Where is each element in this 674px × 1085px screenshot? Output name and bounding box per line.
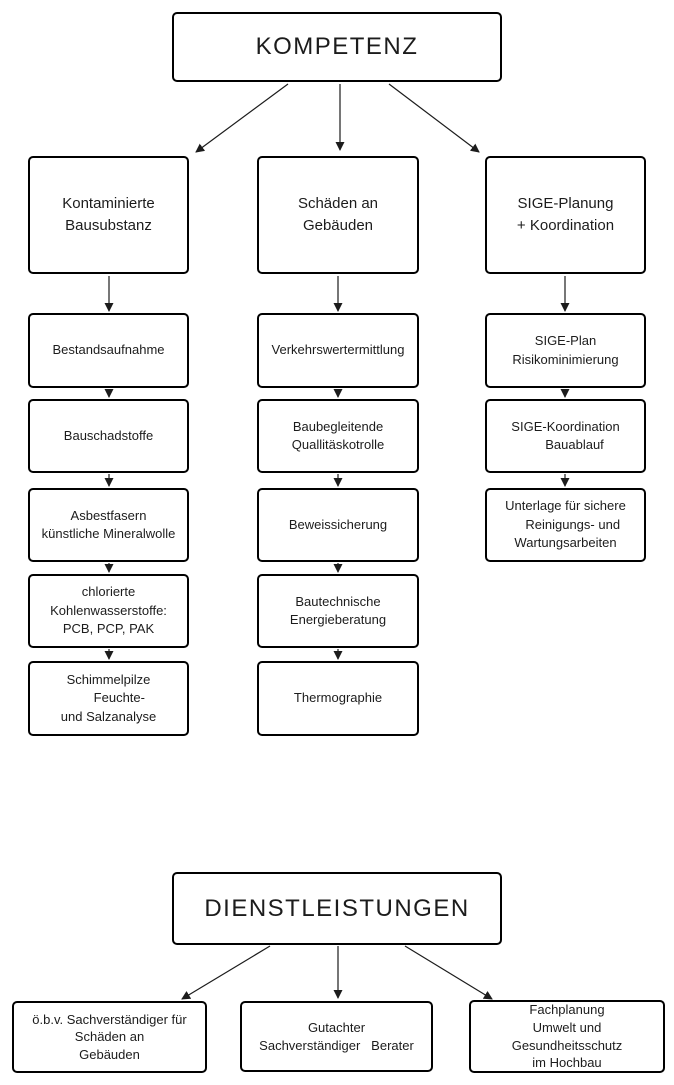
item-label: SIGE-Plan Risikominimierung (512, 333, 619, 367)
kompetenz-title-box: KOMPETENZ (172, 12, 502, 82)
header-kontaminierte-bausubstanz: Kontaminierte Bausubstanz (28, 156, 189, 274)
header-label: SIGE-Planung + Koordination (516, 195, 615, 234)
item-label: Beweissicherung (288, 516, 388, 532)
item-label: Bestandsaufnahme (52, 342, 165, 358)
item-label: Unterlage für sichere Reinigungs- und Wa… (505, 498, 626, 551)
header-label: Schäden an Gebäuden (297, 195, 379, 234)
service-label: ö.b.v. Sachverständiger für Schäden an G… (32, 1011, 187, 1062)
item-label: Thermographie (293, 690, 383, 706)
arrow-services-left (181, 945, 271, 1000)
service-fachplanung-umwelt-gesundheitsschutz: Fachplanung Umwelt und Gesundheitsschutz… (469, 1000, 665, 1073)
item-label: Asbestfasern künstliche Mineralwolle (41, 507, 176, 541)
dienstleistungen-title-label: DIENSTLEISTUNGEN (204, 894, 470, 922)
item-label: SIGE-Koordination Bauablauf (511, 418, 620, 452)
dienstleistungen-title-box: DIENSTLEISTUNGEN (172, 872, 502, 945)
arrow-services-right (404, 945, 493, 1000)
item-thermographie: Thermographie (257, 661, 419, 736)
item-label: chlorierte Kohlenwasserstoffe: PCB, PCP,… (50, 584, 167, 637)
arrow-kompetenz-left (195, 83, 289, 153)
item-sige-plan-risikominimierung: SIGE-Plan Risikominimierung (485, 313, 646, 388)
item-label: Verkehrswertermittlung (271, 342, 405, 358)
service-label: Fachplanung Umwelt und Gesundheitsschutz… (511, 1002, 623, 1071)
item-verkehrswertermittlung: Verkehrswertermittlung (257, 313, 419, 388)
header-schaeden-an-gebaeuden: Schäden an Gebäuden (257, 156, 419, 274)
item-chlorierte-kohlenwasserstoffe: chlorierte Kohlenwasserstoffe: PCB, PCP,… (28, 574, 189, 648)
item-asbestfasern-mineralwolle: Asbestfasern künstliche Mineralwolle (28, 488, 189, 562)
service-oebv-sachverstaendiger: ö.b.v. Sachverständiger für Schäden an G… (12, 1001, 207, 1073)
item-bestandsaufnahme: Bestandsaufnahme (28, 313, 189, 388)
header-label: Kontaminierte Bausubstanz (62, 195, 155, 234)
arrow-kompetenz-right (388, 83, 480, 153)
item-bautechnische-energieberatung: Bautechnische Energieberatung (257, 574, 419, 648)
item-label: Bautechnische Energieberatung (289, 593, 387, 627)
item-label: Bauschadstoffe (63, 427, 154, 443)
item-schimmelpilze-feuchte-salzanalyse: Schimmelpilze Feuchte- und Salzanalyse (28, 661, 189, 736)
item-sige-koordination-bauablauf: SIGE-Koordination Bauablauf (485, 399, 646, 473)
service-label: Gutachter Sachverständiger Berater (259, 1019, 414, 1053)
header-sige-planung-koordination: SIGE-Planung + Koordination (485, 156, 646, 274)
item-label: Schimmelpilze Feuchte- und Salzanalyse (60, 671, 157, 724)
item-baubegleitende-qualitaetskontrolle: Baubegleitende Quallitäskotrolle (257, 399, 419, 473)
item-unterlage-reinigung-wartung: Unterlage für sichere Reinigungs- und Wa… (485, 488, 646, 562)
item-bauschadstoffe: Bauschadstoffe (28, 399, 189, 473)
kompetenz-title-label: KOMPETENZ (255, 33, 419, 60)
item-label: Baubegleitende Quallitäskotrolle (291, 418, 385, 452)
service-gutachter-sachverstaendiger-berater: Gutachter Sachverständiger Berater (240, 1001, 433, 1072)
item-beweissicherung: Beweissicherung (257, 488, 419, 562)
